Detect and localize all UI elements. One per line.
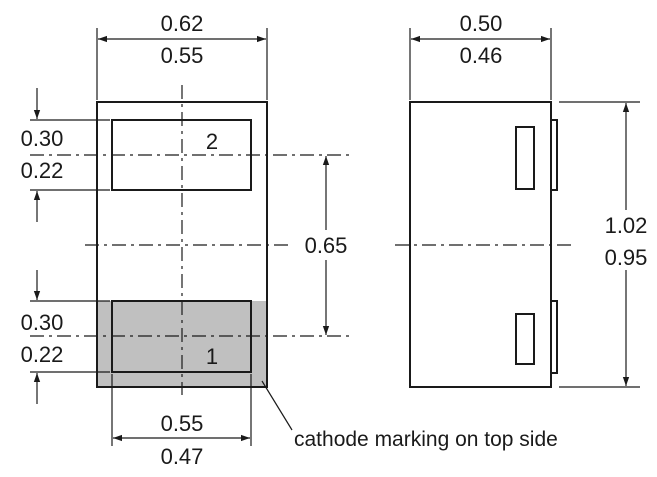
width-min-label: 0.55 bbox=[161, 43, 204, 68]
pitch-label-bg bbox=[298, 230, 354, 260]
terminal-top-outer bbox=[550, 119, 558, 191]
terminal-top-inner bbox=[515, 126, 535, 190]
cathode-leader-line bbox=[261, 380, 293, 431]
side-height-max-label: 1.02 bbox=[605, 213, 648, 238]
pad2-height-min-label: 0.22 bbox=[21, 158, 64, 183]
side-height-min-label: 0.95 bbox=[605, 245, 648, 270]
terminal-bottom-inner bbox=[515, 313, 535, 365]
top-view: 0.62 0.55 0.30 0.22 0.30 0.22 0.65 0.55 … bbox=[21, 11, 558, 469]
pad2-height-max-label: 0.30 bbox=[21, 126, 64, 151]
pad1-height-max-label: 0.30 bbox=[21, 310, 64, 335]
side-width-max-label: 0.50 bbox=[460, 11, 503, 36]
width-max-label: 0.62 bbox=[161, 11, 204, 36]
pin-2-label: 2 bbox=[206, 129, 218, 154]
terminal-bottom-outer bbox=[550, 300, 558, 374]
side-height-label-bg bbox=[598, 210, 654, 270]
pin-1-label: 1 bbox=[206, 344, 218, 369]
cathode-note: cathode marking on top side bbox=[294, 428, 558, 451]
side-view: 0.50 0.46 1.02 0.95 bbox=[395, 11, 654, 388]
pad-width-max-label: 0.55 bbox=[161, 411, 204, 436]
pad-width-min-label: 0.47 bbox=[161, 444, 204, 469]
side-width-min-label: 0.46 bbox=[460, 43, 503, 68]
pad1-height-min-label: 0.22 bbox=[21, 342, 64, 367]
pitch-label: 0.65 bbox=[305, 233, 348, 258]
